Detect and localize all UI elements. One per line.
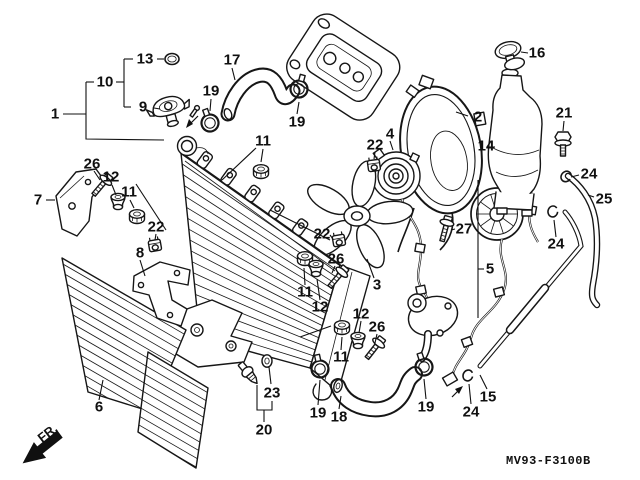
clip-nut-illustration [146,235,163,253]
callout-24: 24 [463,404,480,421]
reserve-tank-illustration [487,68,543,217]
callout-26: 26 [84,156,101,173]
callout-5: 5 [486,261,494,278]
hose-clamp-illustration [195,105,222,135]
callout-1: 1 [51,106,59,123]
callout-25: 25 [596,191,613,208]
callout-22: 22 [148,219,165,236]
callout-2: 2 [474,109,482,126]
callout-19: 19 [310,405,327,422]
stay-bracket-illustration [132,261,191,327]
upper-hose-illustration [220,67,301,122]
hose-clip-illustration [546,204,560,219]
callout-9: 9 [139,99,147,116]
callout-7: 7 [34,192,42,209]
pointer-arrow [451,386,463,398]
callout-15: 15 [480,389,497,406]
callout-24: 24 [581,166,598,183]
fan-switch-illustration [237,361,258,385]
callout-19: 19 [203,83,220,100]
callout-19: 19 [418,399,435,416]
cap-seal-illustration [164,52,180,66]
callout-21: 21 [556,105,573,122]
callout-12: 12 [353,306,370,323]
left-bracket-illustration [55,168,105,237]
callout-17: 17 [224,52,241,69]
mount-nut-illustration [333,320,351,336]
callout-16: 16 [529,45,546,62]
tank-cap-illustration [494,40,526,71]
callout-12: 12 [312,299,329,316]
callout-22: 22 [314,226,331,243]
pointer-arrow [186,115,199,128]
diagram-code: MV93-F3100B [506,454,591,468]
leader-lines [46,51,595,422]
radiator-cap-illustration [145,95,190,128]
callout-4: 4 [386,126,395,143]
tank-bolt-illustration [554,131,572,157]
mount-nut-illustration [252,163,270,180]
callout-12: 12 [103,169,120,186]
callout-10: 10 [97,74,114,91]
callout-14: 14 [478,138,495,155]
fan-motor-illustration [371,148,421,201]
callout-24: 24 [548,236,565,253]
cooling-fan-illustration [307,160,414,269]
callout-6: 6 [95,399,103,416]
callout-18: 18 [331,409,348,426]
lower-hose-illustration [330,366,423,418]
overflow-hose-illustration [564,172,601,309]
callout-22: 22 [367,137,384,154]
callout-11: 11 [255,133,271,150]
callout-11: 11 [333,349,349,366]
callout-23: 23 [264,385,281,402]
callout-3: 3 [373,277,381,294]
siphon-tube-illustration [477,209,584,369]
callout-13: 13 [137,51,154,68]
callout-26: 26 [369,319,386,336]
fr-direction-arrow: FR. [22,421,63,464]
callout-26: 26 [328,251,345,268]
fan-assembly-illustration [441,187,524,387]
mount-nut-illustration [128,208,146,225]
callout-27: 27 [456,221,473,238]
mount-rubber-illustration [308,259,324,278]
seal-washer-illustration [261,354,273,368]
mount-rubber-illustration [350,331,366,350]
callout-11: 11 [121,184,137,201]
hose-clip-illustration [460,367,476,384]
callout-11: 11 [297,284,313,301]
thermostat-housing-illustration [407,293,459,362]
callout-20: 20 [256,422,273,439]
callout-8: 8 [136,245,144,262]
engine-cover-illustration [286,13,401,121]
callout-19: 19 [289,114,306,131]
